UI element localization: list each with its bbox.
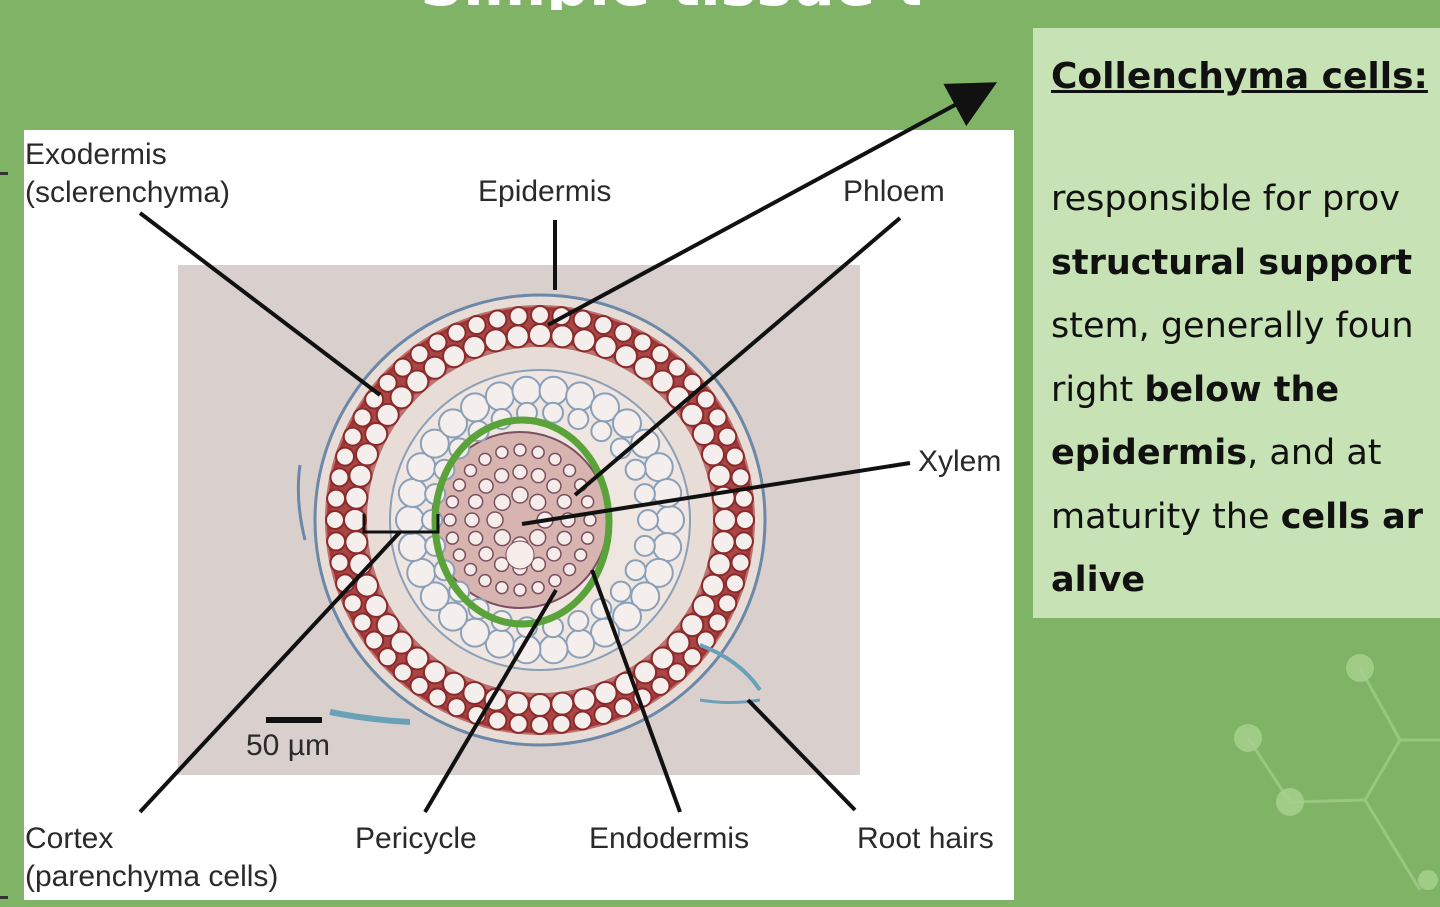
label-epidermis: Epidermis	[478, 175, 612, 208]
collenchyma-arrow	[547, 82, 998, 327]
cell-pattern	[325, 305, 755, 735]
pericycle-leader	[423, 588, 558, 814]
card-body: responsible for prov structural support …	[1051, 168, 1440, 613]
left-edge-mark	[0, 172, 8, 175]
slide-title: Simple tissue types	[420, 0, 920, 10]
card-text-bold: structural support	[1051, 242, 1413, 283]
left-edge-mark	[0, 896, 8, 899]
xylem-leader	[521, 461, 911, 526]
card-text: maturity the	[1051, 496, 1281, 537]
card-text-bold: cells ar	[1280, 496, 1424, 537]
label-root-hairs: Root hairs	[857, 822, 994, 855]
endodermis-leader	[590, 569, 682, 813]
card-text-bold: alive	[1051, 560, 1146, 600]
label-scale-bar: 50 µm	[246, 729, 330, 762]
label-endodermis: Endodermis	[589, 822, 750, 855]
card-text-bold: below the	[1144, 369, 1340, 410]
molecule-decoration-icon	[1234, 654, 1440, 891]
card-text: , and at	[1247, 433, 1382, 473]
label-xylem: Xylem	[918, 445, 1002, 478]
label-exodermis: Exodermis (sclerenchyma)	[25, 138, 231, 209]
cortex-leader	[138, 530, 402, 814]
cortex-bracket	[362, 514, 440, 534]
root-cross-section	[296, 293, 767, 747]
info-card: Collenchyma cells: responsible for prov …	[1033, 28, 1440, 618]
leader-lines	[138, 211, 911, 814]
label-cortex: Cortex (parenchyma cells)	[25, 822, 279, 893]
card-heading: Collenchyma cells:	[1051, 56, 1428, 97]
card-text: right	[1051, 369, 1145, 410]
label-pericycle: Pericycle	[355, 822, 477, 855]
exodermis-leader	[138, 211, 382, 397]
stele-ring	[431, 416, 613, 628]
card-text-bold: epidermis	[1051, 433, 1248, 473]
root-hairs-leader	[746, 698, 857, 812]
card-text: stem, generally foun	[1051, 306, 1414, 346]
phloem-leader	[573, 216, 902, 497]
scale-bar	[266, 717, 322, 723]
card-text: responsible for prov	[1051, 179, 1400, 219]
label-phloem: Phloem	[843, 175, 945, 208]
